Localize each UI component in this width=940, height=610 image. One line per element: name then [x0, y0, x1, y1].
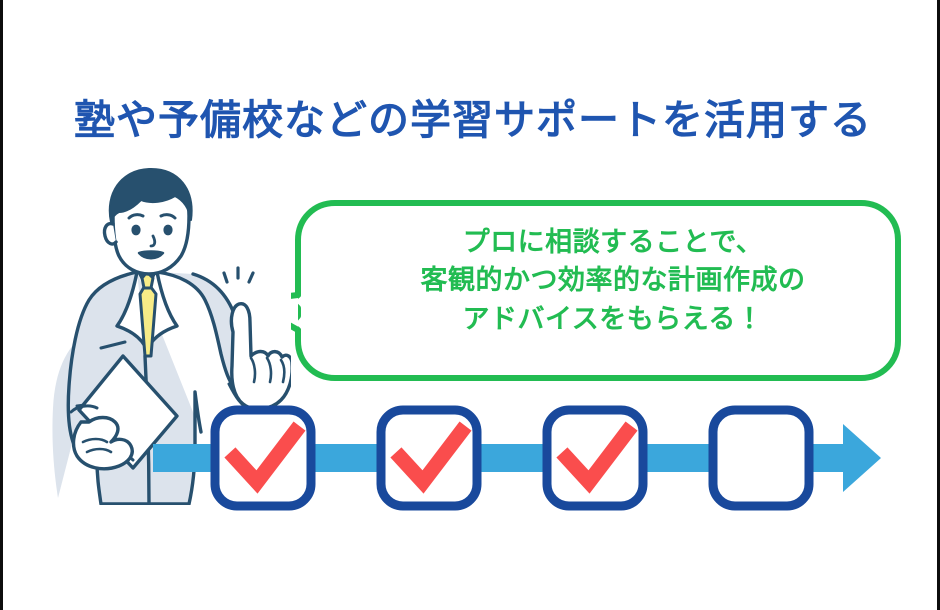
checkbox-step-1[interactable] [210, 405, 316, 511]
bubble-line-1: プロに相談することで、 [462, 227, 764, 258]
bubble-line-2: 客観的かつ効率的な計画作成の [420, 265, 806, 297]
speech-bubble-text: プロに相談することで、 客観的かつ効率的な計画作成の アドバイスをもらえる！ [333, 224, 893, 339]
bubble-line-3: アドバイスをもらえる！ [462, 303, 764, 335]
page-title: 塾や予備校などの学習サポートを活用する [74, 96, 872, 144]
checkbox-step-3[interactable] [542, 405, 648, 511]
checkbox-step-2[interactable] [376, 405, 482, 511]
progress-arrow-icon [153, 424, 881, 492]
progress-step-row [153, 398, 898, 518]
checkbox-step-4[interactable] [708, 405, 814, 511]
